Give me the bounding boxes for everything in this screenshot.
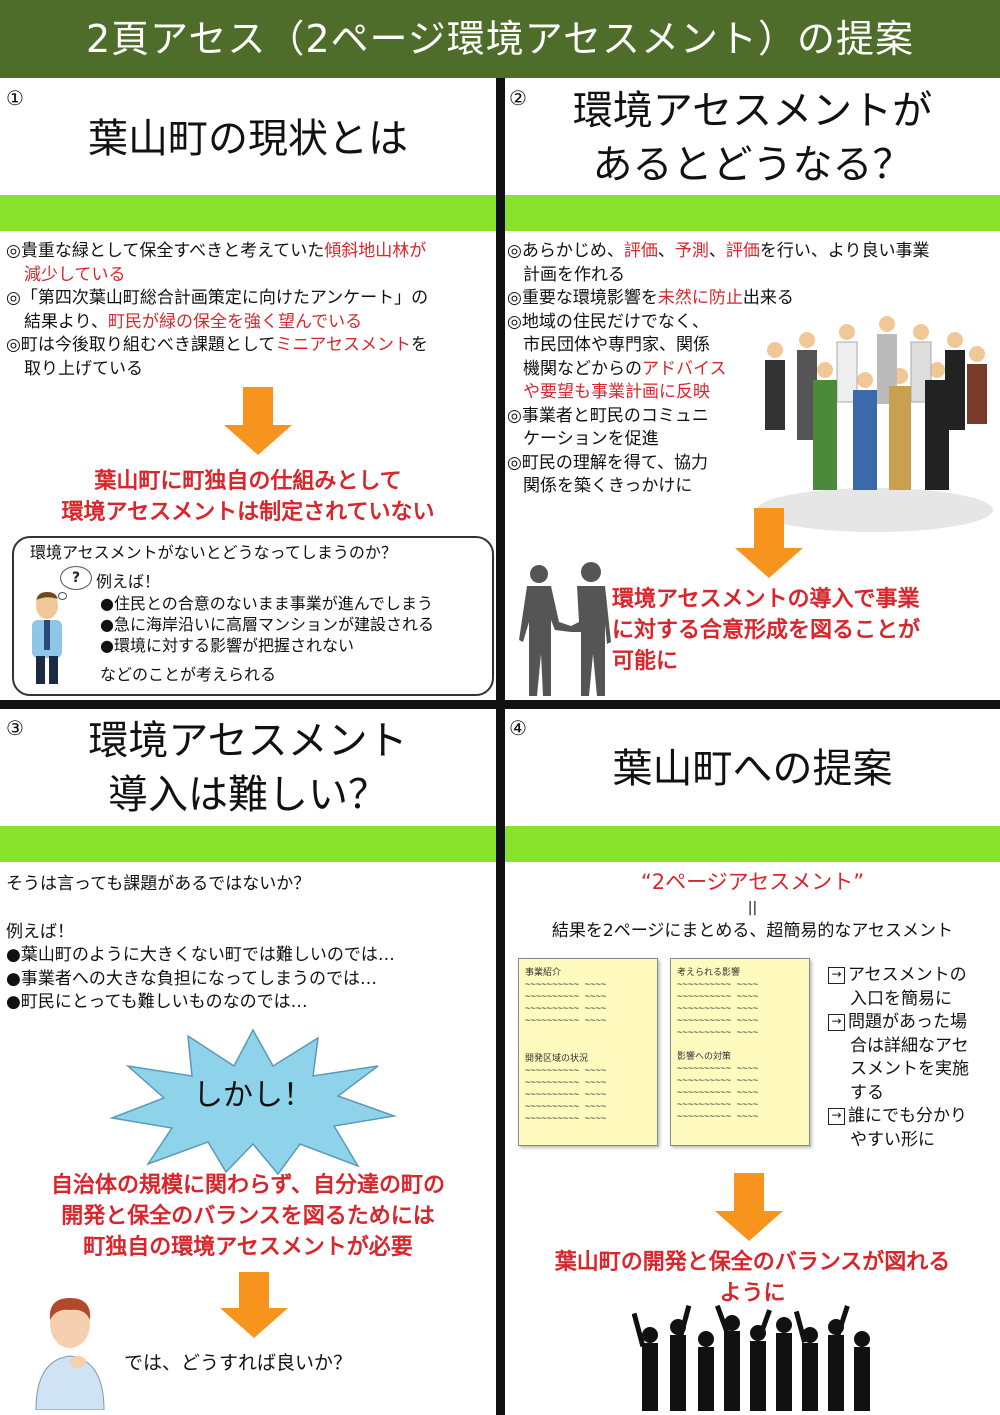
cheering-crowd-icon <box>632 1305 870 1411</box>
thinking-man-icon <box>32 592 62 684</box>
document-page-1: 事業紹介 ~~~~~~~~~~ ~~~~~~~~~~~~~~ ~~~~~~~~~… <box>518 958 658 1146</box>
equals-sign: || <box>747 900 758 916</box>
business-group-icon <box>757 316 993 532</box>
doc-heading: 影響への対策 <box>677 1052 732 1062</box>
list-item: →問題があった場 <box>828 1011 998 1035</box>
q2-arrow <box>735 508 803 578</box>
doc-heading: 事業紹介 <box>525 968 562 978</box>
q2-number: ② <box>509 86 527 110</box>
q4-number: ④ <box>509 716 527 740</box>
q1-examples: ●住民との合意のないまま事業が進んでしまう ●急に海岸沿いに高層マンションが建設… <box>100 593 434 656</box>
arrow-box-icon: → <box>828 966 845 984</box>
list-item: ●急に海岸沿いに高層マンションが建設される <box>100 615 434 634</box>
question-thought-icon: ? <box>60 566 92 590</box>
q1-callout-end: などのことが考えられる <box>100 665 277 684</box>
list-item: ●事業者への大きな負担になってしまうのでは… <box>6 968 377 989</box>
q1-line: ◎町は今後取り組むべき課題としてミニアセスメントを <box>6 335 428 355</box>
q4-heading: 葉山町への提案 <box>612 746 893 792</box>
q1-line: ◎「第四次葉山町総合計画策定に向けたアンケート」の <box>6 288 429 308</box>
handshake-icon <box>519 562 611 696</box>
q3-number: ③ <box>6 716 24 740</box>
q2-body: ◎あらかじめ、評価、予測、評価を行い、より良い事業 計画を作れる ◎重要な環境影… <box>507 241 930 496</box>
q2-heading: 環境アセスメントが あるとどうなる？ <box>572 88 933 188</box>
q3-arrow <box>220 1272 288 1338</box>
proposal-subtitle: 結果を2ページにまとめる、超簡易的なアセスメント <box>551 921 954 941</box>
thinking-boy-icon <box>35 1298 105 1410</box>
q1-number: ① <box>6 86 24 110</box>
q1-green-bar <box>0 195 496 231</box>
q4-arrow <box>715 1173 783 1241</box>
q1-line: 結果より、町民が緑の保全を強く望んでいる <box>24 311 363 332</box>
burst-shape <box>109 1028 397 1176</box>
q3-intro: そうは言っても課題があるではないか？ <box>6 874 311 894</box>
thought-dot-icon <box>58 592 67 600</box>
q4-points: →アセスメントの 入口を簡易に →問題があった場 合は詳細なアセ スメントを実施… <box>828 964 998 1152</box>
vertical-divider <box>496 78 505 1415</box>
q4-conclusion: 葉山町の開発と保全のバランスが図れる ように <box>554 1250 951 1306</box>
list-item: ●環境に対する影響が把握されない <box>100 636 354 655</box>
q3-items: ●葉山町のように大きくない町では難しいのでは… ●事業者への大きな負担になってし… <box>6 944 395 1015</box>
q1-line: 取り上げている <box>24 358 143 379</box>
q3-conclusion: 自治体の規模に関わらず、自分達の町の 開発と保全のバランスを図るためには 町独自… <box>50 1173 446 1260</box>
q3-green-bar <box>0 826 496 862</box>
list-item: ●葉山町のように大きくない町では難しいのでは… <box>6 945 395 965</box>
doc-heading: 開発区域の状況 <box>525 1054 589 1064</box>
q4-green-bar <box>505 826 1000 862</box>
q1-heading: 葉山町の現状とは <box>88 116 408 162</box>
q2-green-bar <box>505 195 1000 231</box>
q3-question: では、どうすれば良いか？ <box>124 1352 353 1374</box>
horizontal-divider <box>0 700 1000 709</box>
page-title: 2頁アセス（2ページ環境アセスメント）の提案 <box>0 0 1000 78</box>
burst-text: しかし！ <box>193 1078 313 1113</box>
proposal-title: “2ページアセスメント” <box>640 870 865 894</box>
q1-arrow <box>224 387 292 455</box>
q1-line: 減少している <box>24 264 126 285</box>
q1-body: ◎貴重な緑として保全すべきと考えていた傾斜地山林が 減少している ◎「第四次葉山… <box>6 240 494 381</box>
q1-line: ◎貴重な緑として保全すべきと考えていた傾斜地山林が <box>6 241 427 261</box>
doc-heading: 考えられる影響 <box>677 968 741 978</box>
list-item: →誰にでも分かり <box>828 1105 998 1129</box>
q1-conclusion: 葉山町に町独自の仕組みとして 環境アセスメントは制定されていない <box>61 469 435 525</box>
q1-callout-box <box>12 536 494 696</box>
list-item: ●町民にとっても難しいものなのでは… <box>6 992 308 1012</box>
q2-conclusion: 環境アセスメントの導入で事業 に対する合意形成を図ることが 可能に <box>612 587 921 674</box>
q3-heading: 環境アセスメント 導入は難しい？ <box>88 718 408 818</box>
list-item: →アセスメントの <box>828 964 998 988</box>
q1-example-label: 例えば！ <box>96 572 161 591</box>
q3-example-label: 例えば！ <box>6 922 74 942</box>
q1-callout-question: 環境アセスメントがないとどうなってしまうのか？ <box>30 543 397 562</box>
arrow-box-icon: → <box>828 1107 845 1125</box>
document-page-2: 考えられる影響 ~~~~~~~~~~ ~~~~~~~~~~~~~~ ~~~~~~… <box>670 958 810 1146</box>
list-item: ●住民との合意のないまま事業が進んでしまう <box>100 594 434 613</box>
arrow-box-icon: → <box>828 1013 845 1031</box>
